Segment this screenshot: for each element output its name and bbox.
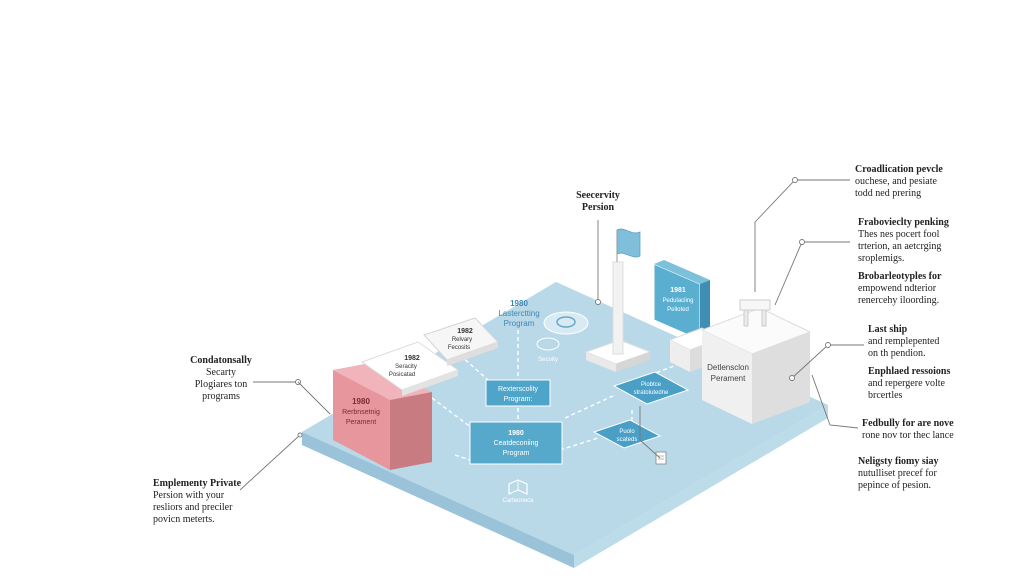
flag-icon [616, 228, 641, 258]
circle-icon: Secoity [536, 311, 589, 363]
red-block: 1980 Rerbnsetnig Perament [333, 362, 432, 470]
callout-right-7-line-2: pepince of pesion. [858, 480, 932, 491]
bottom-program-text-2: Ceatdeconiing [494, 440, 539, 447]
card-1-text-3: Posicatad [389, 372, 415, 378]
callout-right-2-title: Frabovieclty penking [858, 217, 949, 228]
top-program-label: 1980 Lasterctting Program [498, 299, 539, 328]
middle-program-text-1: Rexterscolity [498, 386, 539, 393]
callout-left-2-line-2: resliors and preciler [153, 502, 233, 513]
card-1-text-2: Seracity [395, 364, 417, 370]
flag-tower [584, 228, 652, 372]
white-block-text-2: Perament [711, 374, 746, 383]
callout-right-3-title: Brobarleotyples for [858, 271, 942, 282]
callout-right-5: Enphlaed ressoions and repergere volte b… [868, 366, 978, 402]
blue-panel: 1981 Pedulacling Pelloted [653, 260, 710, 341]
blue-panel-text-3: Pelloted [667, 307, 689, 313]
top-label-line-1: Seecervity [576, 190, 620, 201]
small-box-1-text-1: Piobtce [641, 382, 662, 388]
callout-left-1: Condatonsally Secarty Plogiares ton prog… [176, 355, 266, 403]
middle-program-box: Rexterscolity Program: [485, 379, 551, 407]
callout-left-1-line-3: programs [202, 391, 240, 402]
card-2-text-1: 1982 [457, 328, 473, 335]
callout-right-6: Fedbully for are nove rone nov tor thec … [862, 418, 982, 442]
callout-left-1-line-1: Secarty [206, 367, 236, 378]
callout-right-5-title: Enphlaed ressoions [868, 366, 951, 377]
card-2-text-2: Relvary [452, 337, 472, 343]
blue-panel-text-2: Pedulacling [662, 298, 693, 304]
callout-right-7-title: Neligsty fiomy siay [858, 456, 939, 467]
card-1-text-1: 1982 [404, 355, 420, 362]
top-program-text-2: Lasterctting [498, 309, 539, 318]
circle-label: Secoity [538, 357, 558, 363]
blue-panel-text-1: 1981 [670, 287, 686, 294]
white-block-text-1: Detlensclon [707, 363, 749, 372]
callout-right-2-line-1: Thes nes pocert fool [858, 229, 940, 240]
top-program-text-3: Program [504, 319, 535, 328]
callout-right-1-line-2: todd ned prering [855, 188, 922, 199]
callout-right-4-title: Last ship [868, 324, 908, 335]
small-doc-icon [655, 451, 667, 465]
callout-left-1-title: Condatonsally [190, 355, 252, 366]
red-block-text-1: 1980 [352, 397, 370, 406]
callout-right-6-title: Fedbully for are nove [862, 418, 954, 429]
callout-right-7-line-1: nutulliset precef for [858, 468, 937, 479]
middle-program-text-2: Program: [504, 396, 533, 403]
callout-right-1: Croadlication pevcle ouchese, and pesiat… [855, 164, 975, 200]
callout-right-2-line-2: trterion, an aetcrging [858, 241, 942, 252]
callout-right-1-title: Croadlication pevcle [855, 164, 943, 175]
card-2-text-3: Fecosits [448, 345, 470, 351]
bottom-program-box: 1980 Ceatdeconiing Program [469, 421, 563, 465]
white-block: Detlensclon Perament [700, 299, 812, 424]
small-box-1: Piobtce stratolutedne [612, 371, 690, 405]
callout-right-2-line-3: sroplemigs. [858, 253, 905, 264]
book-label: Carteoneca [502, 498, 534, 504]
callout-right-7: Neligsty fiomy siay nutulliset precef fo… [858, 456, 978, 492]
top-label: Seecervity Persion [566, 190, 630, 214]
top-label-line-2: Persion [581, 202, 615, 213]
callout-right-4-line-2: on th pendion. [868, 348, 926, 359]
small-box-2-text-2: scateds [617, 437, 638, 443]
card-1: 1982 Seracity Posicatad [360, 341, 460, 396]
card-2: 1982 Relvary Fecosits [423, 317, 499, 366]
leader-lines [239, 177, 864, 491]
book-icon: Carteoneca [502, 479, 534, 504]
small-box-2-text-1: Puolo [619, 429, 635, 435]
callout-right-2: Frabovieclty penking Thes nes pocert foo… [858, 217, 978, 265]
small-box-2: Puolo scateds [592, 419, 662, 449]
callout-left-2-line-3: povicn meterts. [153, 514, 215, 525]
callout-left-2: Emplementy Private Persion with your res… [153, 478, 263, 526]
callout-right-5-line-1: and repergere volte [868, 378, 945, 389]
callout-right-4-line-1: and remplepented [868, 336, 940, 347]
callout-right-6-line-1: rone nov tor thec lance [862, 430, 954, 441]
bottom-program-text-3: Program [503, 450, 530, 457]
flow-arrows [431, 330, 691, 461]
callout-right-3: Brobarleotyples for empowend ndterior re… [858, 271, 978, 307]
callout-right-4: Last ship and remplepented on th pendion… [868, 324, 978, 360]
callout-left-2-line-1: Persion with your [153, 490, 225, 501]
callout-right-1-line-1: ouchese, and pesiate [855, 176, 937, 187]
red-block-text-2: Rerbnsetnig [342, 409, 380, 416]
callout-right-3-line-1: empowend ndterior [858, 283, 937, 294]
callout-right-3-line-2: renercehy iloording. [858, 295, 940, 306]
small-box-1-text-2: stratolutedne [634, 390, 669, 396]
callout-right-5-line-2: brcertles [868, 390, 903, 401]
callout-left-1-line-2: Plogiares ton [194, 379, 248, 390]
bottom-program-text-1: 1980 [508, 430, 524, 437]
red-block-text-3: Perament [346, 419, 376, 426]
callout-left-2-title: Emplementy Private [153, 478, 242, 489]
top-program-text-1: 1980 [510, 299, 528, 308]
